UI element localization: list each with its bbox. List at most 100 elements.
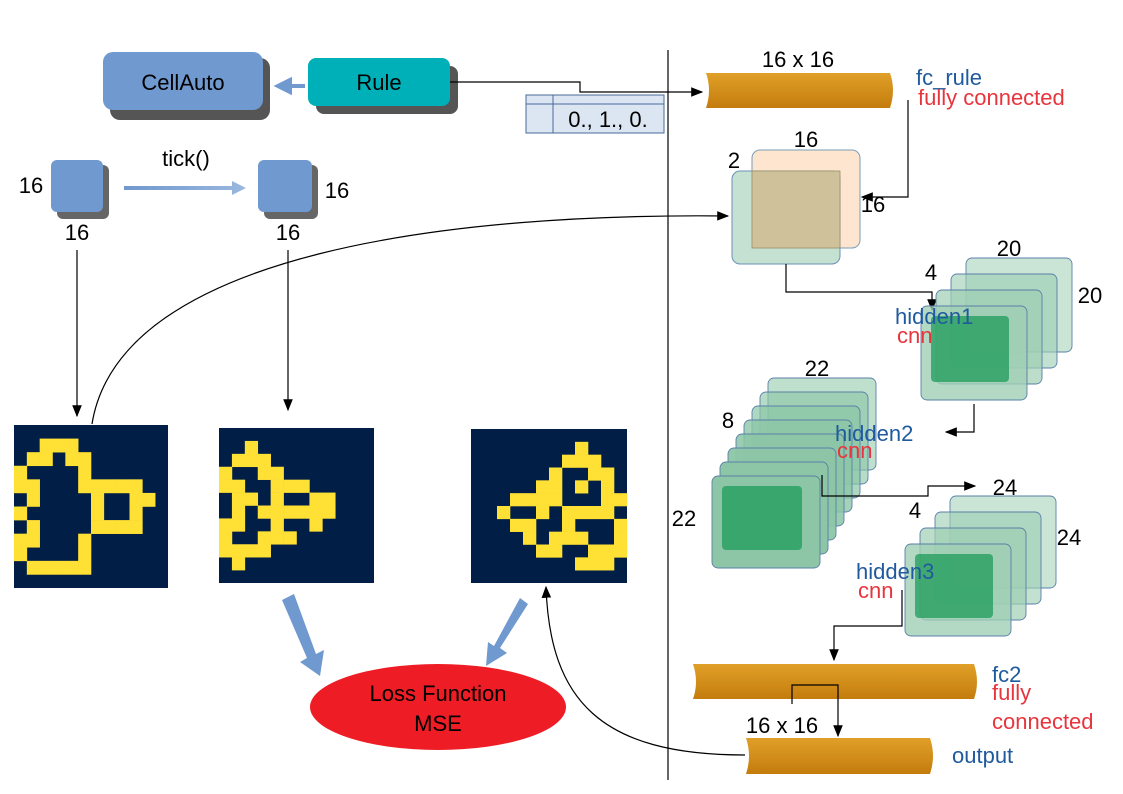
grid-cell xyxy=(601,480,615,494)
loss-metric: MSE xyxy=(414,711,462,736)
grid-cell xyxy=(270,518,284,532)
grid-cell xyxy=(52,438,66,453)
output-name: output xyxy=(952,743,1013,768)
fc-rule-to-input-arrow xyxy=(860,100,909,202)
grid-cell xyxy=(523,493,537,507)
input-width: 16 xyxy=(794,127,818,152)
grid-cell xyxy=(270,479,284,493)
grid-cell xyxy=(549,544,563,558)
hidden1-stack xyxy=(920,257,1073,401)
grid-cell xyxy=(270,505,284,519)
grid-cell xyxy=(497,506,511,520)
grid-cell xyxy=(244,544,259,558)
cell-grid-before xyxy=(51,160,109,219)
grid-cell xyxy=(601,506,615,520)
grid-cell xyxy=(588,454,602,468)
grid-cell xyxy=(309,505,323,519)
grid-cell xyxy=(309,492,323,506)
hidden3-channels: 4 xyxy=(909,498,921,523)
grid-cell xyxy=(129,520,143,534)
grid-cell xyxy=(91,492,105,507)
fc-rule-size: 16 x 16 xyxy=(762,47,834,72)
grid-cell xyxy=(231,557,246,571)
grid-cell xyxy=(575,557,589,571)
grid-cell xyxy=(14,533,28,548)
grid-cell xyxy=(231,505,246,519)
grid-cell xyxy=(26,533,40,548)
hidden1-width: 20 xyxy=(997,236,1021,261)
grid-cell xyxy=(614,493,628,507)
fc-rule-layer: 16 x 16 xyxy=(706,47,893,108)
grid-cell xyxy=(231,518,246,532)
grid-cell xyxy=(26,560,40,575)
grid-after-height: 16 xyxy=(325,178,349,203)
grid-cell xyxy=(309,518,323,532)
grid-cell xyxy=(231,544,246,558)
grid-cell xyxy=(65,438,79,453)
rule-to-fc-connector xyxy=(450,81,704,97)
fc2-desc-2: connected xyxy=(992,709,1094,734)
loss-function: Loss Function MSE xyxy=(310,664,566,750)
grid-cell xyxy=(244,440,259,455)
loss-label: Loss Function xyxy=(370,681,507,706)
hidden1-to-hidden2-arrow xyxy=(944,404,975,437)
cellauto-label: CellAuto xyxy=(141,70,224,95)
grid-cell xyxy=(601,467,615,481)
grid-cell xyxy=(523,518,537,532)
grid-cell xyxy=(283,531,297,545)
grid-cell xyxy=(26,479,40,494)
grid-cell xyxy=(103,520,117,534)
fc2-layer xyxy=(693,664,977,699)
grid-before-width: 16 xyxy=(65,220,89,245)
grid-cell xyxy=(270,466,284,480)
grid-cell xyxy=(39,438,53,453)
grid-cell xyxy=(257,453,271,468)
grid-cell xyxy=(78,560,92,575)
grid-cell xyxy=(614,531,628,545)
grid-cell xyxy=(116,520,130,534)
grid-cell xyxy=(588,467,602,481)
grid-cell xyxy=(536,544,550,558)
grid-cell xyxy=(244,492,259,506)
grid-cell xyxy=(588,506,602,520)
output-size: 16 x 16 xyxy=(746,713,818,738)
grid-cell xyxy=(91,506,105,521)
grid-cell xyxy=(116,479,130,494)
prediction-to-loss-arrow xyxy=(486,598,528,666)
fc2-desc-1: fully xyxy=(992,680,1031,705)
grid-cell xyxy=(129,492,143,507)
grid-cell xyxy=(78,533,92,548)
grid-cell xyxy=(536,493,550,507)
grid-cell xyxy=(14,465,28,480)
grid-cell xyxy=(296,505,310,519)
hidden3-stack xyxy=(904,495,1057,637)
grid-cell xyxy=(219,479,233,493)
grid-cell xyxy=(14,479,28,494)
grid-cell xyxy=(244,453,259,468)
rule-to-cellauto-arrow xyxy=(273,76,305,96)
grid-cell xyxy=(231,492,246,506)
grid-cell xyxy=(562,454,576,468)
grid-cell xyxy=(91,479,105,494)
hidden1-name: hidden1 xyxy=(895,304,973,329)
hidden1-height: 20 xyxy=(1078,283,1102,308)
hidden2-stack xyxy=(711,377,877,569)
grid-cell xyxy=(103,479,117,494)
hidden2-width: 22 xyxy=(805,356,829,381)
grid-cell xyxy=(91,520,105,534)
grid-cell xyxy=(510,493,524,507)
grid-cell xyxy=(78,465,92,480)
grid-cell xyxy=(257,544,271,558)
feature-core xyxy=(915,554,993,618)
grid-cell xyxy=(26,452,40,467)
grid-cell xyxy=(575,506,589,520)
tick-label: tick() xyxy=(162,146,210,171)
grid-cell xyxy=(601,544,615,558)
grid-cell xyxy=(257,505,271,519)
target-state-image xyxy=(219,428,374,583)
grid-cell xyxy=(231,479,246,493)
output-to-prediction-arrow xyxy=(541,585,746,756)
grid-cell xyxy=(575,454,589,468)
predicted-state-image xyxy=(471,429,628,583)
grid-cell xyxy=(129,506,143,521)
